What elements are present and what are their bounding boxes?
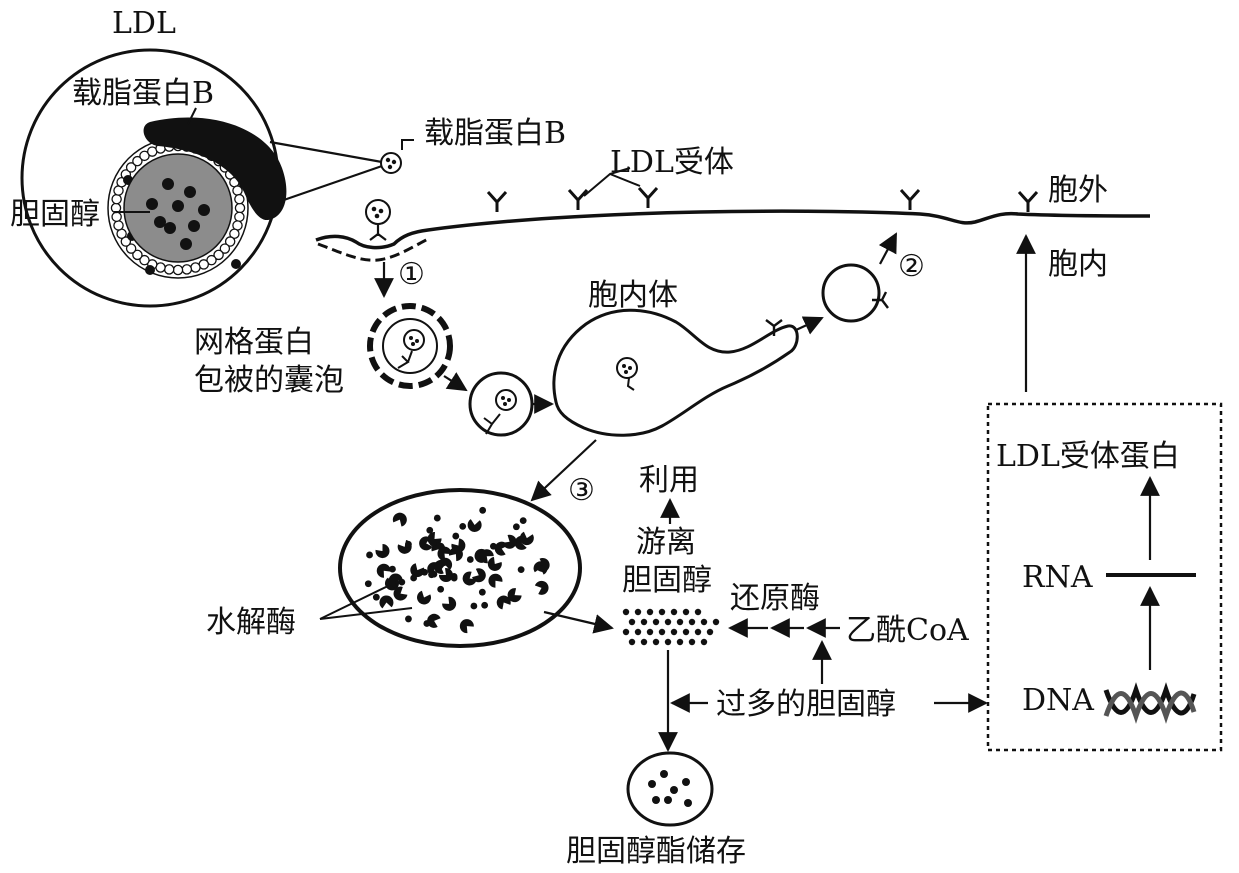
cholesteryl-ester-droplet xyxy=(626,751,714,827)
ldl-particle-extracellular: 载脂蛋白B xyxy=(380,116,566,174)
step1-label: ① xyxy=(398,257,425,292)
ldl-in-coated-pit xyxy=(365,199,391,241)
ldl-receptor-protein-label: LDL受体蛋白 xyxy=(996,439,1180,474)
lysosome-to-free-cholesterol-arrow xyxy=(543,610,614,634)
endosome-outline xyxy=(552,308,799,437)
coated-pit xyxy=(317,236,431,262)
step2-label: ② xyxy=(898,249,925,284)
apob-inset-pointer xyxy=(187,107,197,125)
reductase-label: 还原酶 xyxy=(730,581,820,616)
plasma-membrane xyxy=(315,209,1151,262)
step3-label: ③ xyxy=(568,473,595,508)
recycling-vesicle xyxy=(821,263,889,323)
step2-arrow xyxy=(878,232,897,265)
endosome-to-recycling-arrow xyxy=(795,316,824,335)
lysosome xyxy=(338,488,582,648)
free-cholesterol-label-line1: 游离 xyxy=(636,525,696,560)
acetyl-coa-label: 乙酰CoA xyxy=(846,613,969,648)
dna-helix-icon xyxy=(1103,682,1197,724)
dna-label: DNA xyxy=(1022,683,1094,718)
cholesteryl-ester-storage-label: 胆固醇酯储存 xyxy=(566,834,746,869)
vesicle-to-uncoated-arrow xyxy=(443,372,468,392)
endosome xyxy=(552,308,799,437)
excess-cholesterol-label: 过多的胆固醇 xyxy=(716,687,896,722)
lysosome-enzymes xyxy=(364,506,550,634)
inset-pointer-line-bottom xyxy=(277,164,383,204)
ldl-receptor-pointer xyxy=(583,167,641,197)
lysosome-outline xyxy=(338,488,582,648)
apob-label: 载脂蛋白B xyxy=(424,116,566,151)
ldl-receptors xyxy=(486,186,1039,212)
ldl-particle xyxy=(380,152,402,174)
endosome-label: 胞内体 xyxy=(588,278,678,313)
membrane-line xyxy=(315,209,1151,250)
free-cholesterol-label-line2: 胆固醇 xyxy=(622,563,712,598)
cholesterol-dots xyxy=(146,178,210,250)
rna-label: RNA xyxy=(1022,560,1093,595)
apob-pointer xyxy=(401,139,414,150)
clathrin-coated-vesicle xyxy=(367,303,453,389)
inside-cell-label: 胞内 xyxy=(1048,247,1108,282)
uncoated-vesicle xyxy=(468,371,534,437)
hydrolase-pointer-1 xyxy=(319,585,389,620)
cholesterol-inset-label: 胆固醇 xyxy=(10,197,100,232)
apob-protein-band xyxy=(143,117,287,221)
outside-cell-label: 胞外 xyxy=(1048,173,1108,208)
step3-arrow xyxy=(530,439,597,502)
clathrin-vesicle-label-line1: 网格蛋白 xyxy=(194,325,314,360)
inset-pointer-line-top xyxy=(269,140,383,164)
ldl-inset: LDL 载脂蛋白B 胆固醇 xyxy=(10,6,383,308)
free-cholesterol-dots xyxy=(622,608,720,646)
apob-inset-label: 载脂蛋白B xyxy=(72,76,214,111)
hydrolase-label: 水解酶 xyxy=(206,605,296,640)
hydrolase-pointer-2 xyxy=(319,607,413,620)
ldl-title: LDL xyxy=(112,6,176,41)
clathrin-vesicle-label-line2: 包被的囊泡 xyxy=(194,363,344,398)
ldl-receptor-label: LDL受体 xyxy=(610,145,734,180)
utilize-label: 利用 xyxy=(639,463,699,498)
